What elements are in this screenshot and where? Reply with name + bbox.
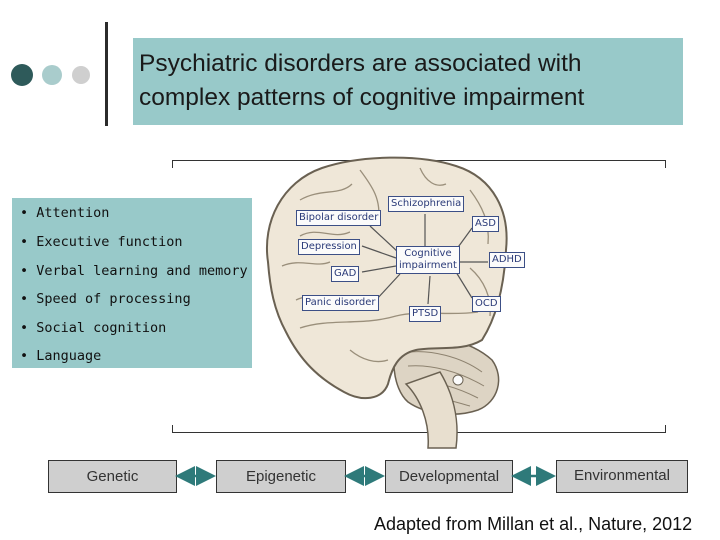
- domain-item: • Attention: [20, 205, 110, 221]
- label-depression: Depression: [298, 239, 360, 255]
- label-panic-disorder: Panic disorder: [302, 295, 379, 311]
- decor-dot-gray: [72, 66, 90, 84]
- domain-label: Attention: [36, 205, 110, 221]
- label-cognitive-line-2: impairment: [399, 260, 457, 271]
- factor-environmental: Environmental: [556, 460, 688, 493]
- factor-epigenetic: Epigenetic: [216, 460, 346, 493]
- domain-item: • Verbal learning and memory: [20, 263, 248, 279]
- domain-label: Verbal learning and memory: [36, 263, 248, 279]
- title-line-2: complex patterns of cognitive impairment: [139, 84, 585, 111]
- factor-arrows: [175, 466, 556, 486]
- domain-item: • Speed of processing: [20, 291, 191, 307]
- domain-item: • Language: [20, 348, 102, 364]
- label-cognitive-line-1: Cognitive: [404, 248, 452, 259]
- label-ptsd: PTSD: [409, 306, 442, 322]
- decor-dot-dark: [11, 64, 33, 86]
- label-bipolar-disorder: Bipolar disorder: [296, 210, 382, 226]
- domain-item: • Social cognition: [20, 320, 167, 336]
- label-adhd: ADHD: [489, 252, 525, 268]
- figure-bracket-bottom: [172, 425, 666, 433]
- label-gad: GAD: [331, 266, 360, 282]
- domain-item: • Executive function: [20, 234, 183, 250]
- source-credit: Adapted from Millan et al., Nature, 2012: [374, 514, 693, 534]
- domain-label: Speed of processing: [36, 291, 191, 307]
- domain-label: Language: [36, 348, 102, 364]
- cognitive-domains-box: • Attention • Executive function • Verba…: [12, 198, 252, 368]
- label-cognitive-impairment: Cognitive impairment: [396, 246, 460, 274]
- decor-dot-light: [42, 65, 62, 85]
- title-box: Psychiatric disorders are associated wit…: [133, 38, 683, 125]
- domain-label: Executive function: [36, 234, 183, 250]
- factor-genetic: Genetic: [48, 460, 177, 493]
- label-ocd: OCD: [472, 296, 501, 312]
- factor-developmental: Developmental: [385, 460, 513, 493]
- label-asd: ASD: [472, 216, 499, 232]
- title-divider: [105, 22, 108, 126]
- title-line-1: Psychiatric disorders are associated wit…: [139, 50, 582, 77]
- label-schizophrenia: Schizophrenia: [388, 196, 465, 212]
- domain-label: Social cognition: [36, 320, 167, 336]
